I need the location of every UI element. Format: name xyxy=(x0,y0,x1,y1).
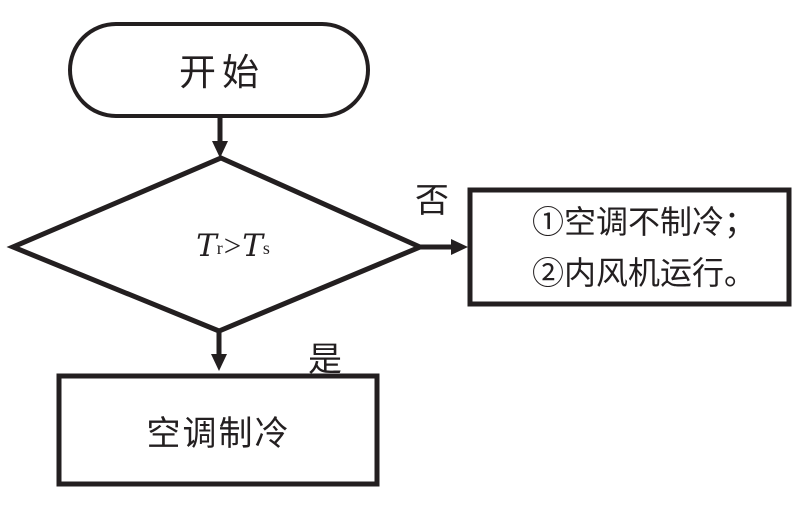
process-no-box-shape xyxy=(467,187,792,307)
branch-no-label: 否 xyxy=(415,182,449,220)
condition-operator: > xyxy=(223,228,242,263)
arrow-decision-to-process-no-head xyxy=(451,239,468,255)
condition-var-set-temp: T xyxy=(242,228,263,264)
process-yes-box-shape xyxy=(56,373,380,487)
condition-var-room-temp: T xyxy=(196,228,217,264)
process-yes-label: 空调制冷 xyxy=(146,416,291,453)
process-no-line-2: ②内风机运行。 xyxy=(532,254,757,291)
arrow-decision-to-process-yes-head xyxy=(211,354,227,371)
process-no-label: ①空调不制冷； ②内风机运行。 xyxy=(470,190,790,305)
process-no-line-1: ①空调不制冷； xyxy=(532,203,757,240)
branch-yes-label: 是 xyxy=(308,341,342,379)
arrow-start-to-decision-head xyxy=(212,141,228,158)
start-node-label: 开始 xyxy=(179,53,265,94)
